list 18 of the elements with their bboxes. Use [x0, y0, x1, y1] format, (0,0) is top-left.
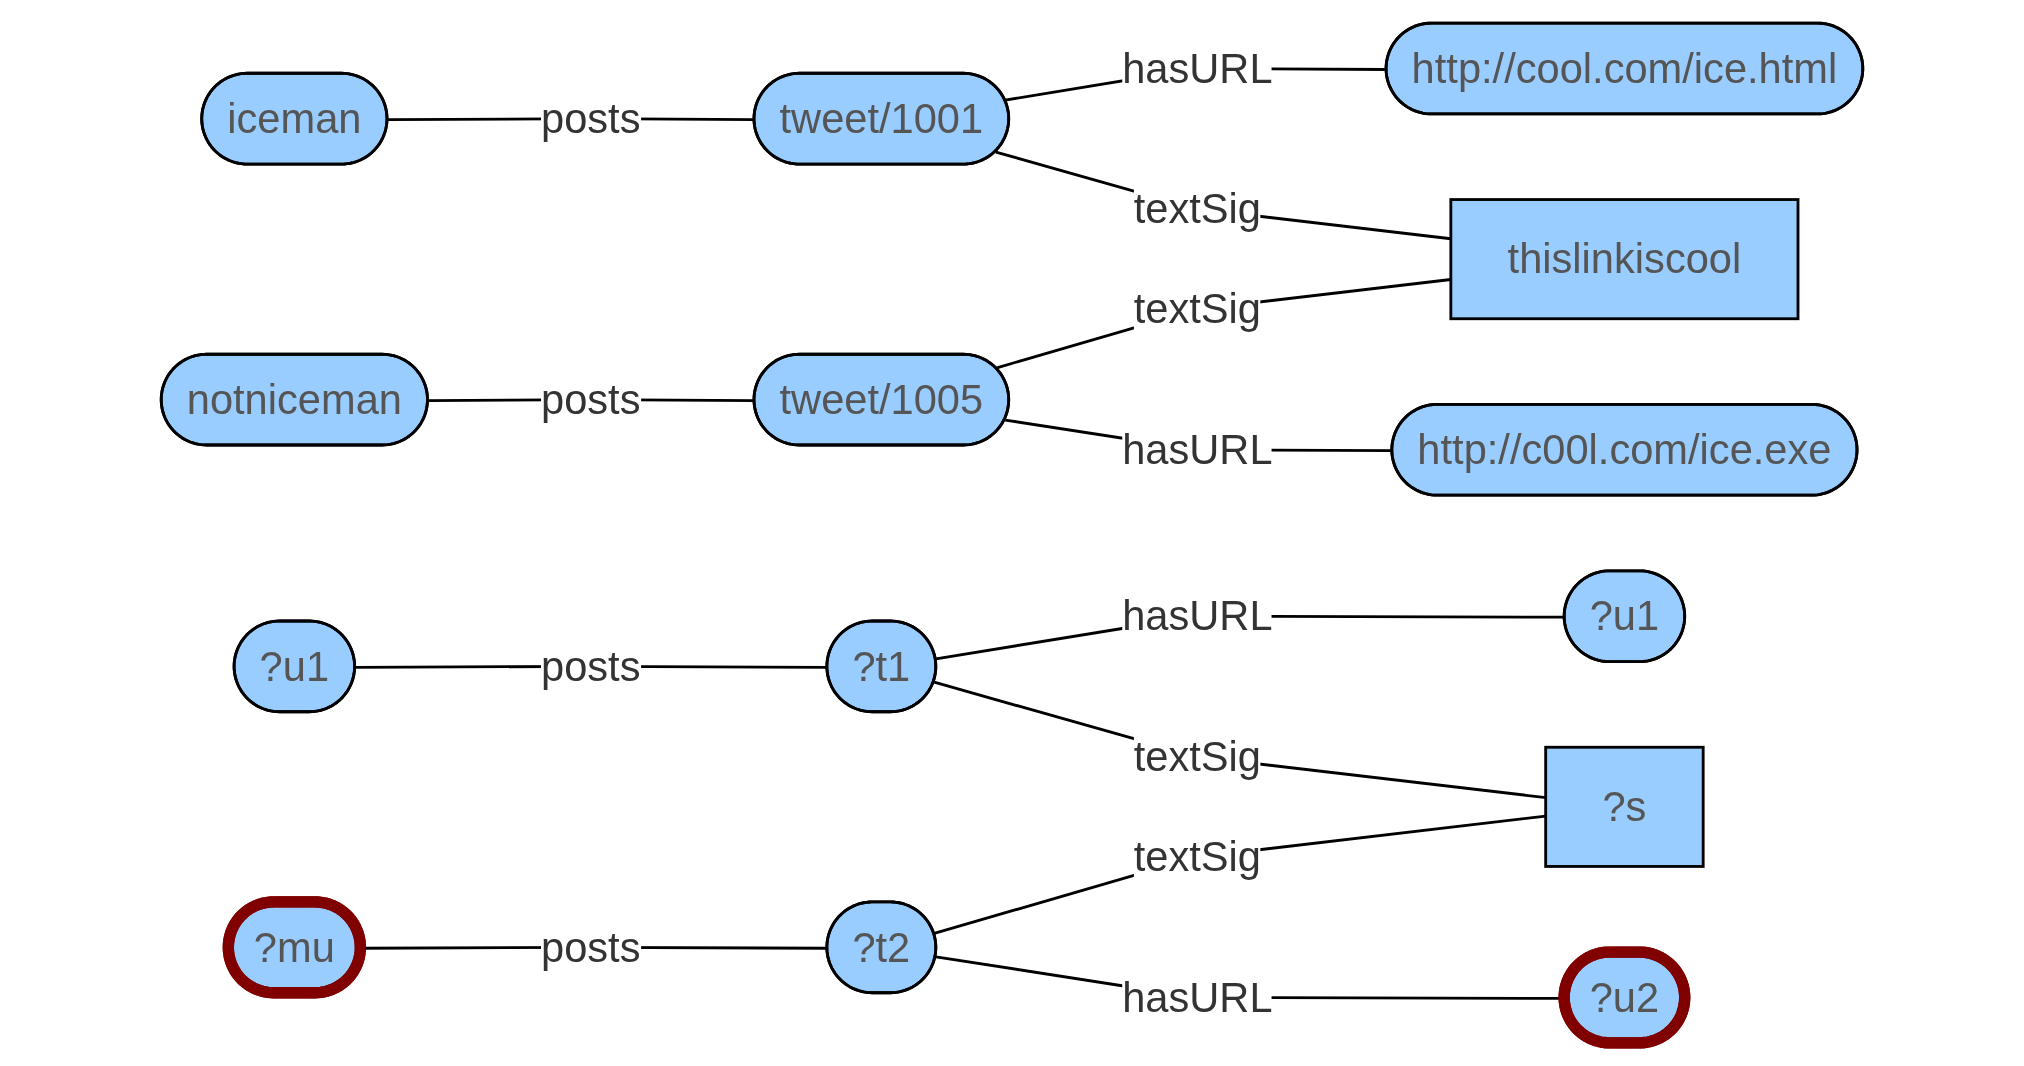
edge-label: textSig [1133, 285, 1262, 333]
connector [933, 680, 1546, 800]
edge-label: textSig [1133, 185, 1262, 233]
edge-label: posts [540, 95, 641, 143]
edge-label: hasURL [1122, 973, 1273, 1022]
edge-label: hasURL [1122, 592, 1273, 640]
edge-label: posts [540, 375, 641, 424]
edge-label: posts [540, 923, 641, 971]
connector [995, 278, 1451, 370]
edge-label: hasURL [1122, 44, 1273, 93]
edge-label: hasURL [1122, 426, 1273, 474]
edge-label: textSig [1133, 833, 1262, 881]
edge-label: posts [540, 642, 641, 691]
node-box: ?s [1544, 745, 1705, 868]
edge-label: textSig [1133, 733, 1262, 781]
connector [995, 150, 1451, 241]
node-box: thislinkiscool [1449, 198, 1800, 321]
connector [933, 814, 1546, 935]
